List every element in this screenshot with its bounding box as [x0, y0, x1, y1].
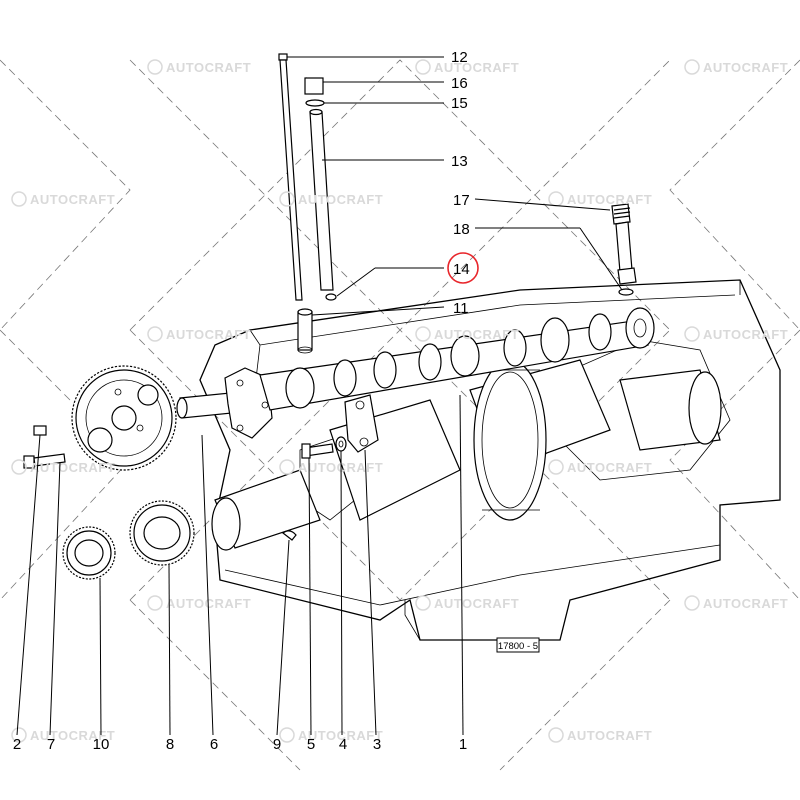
gear-bolt: [23, 453, 66, 469]
watermark-logo: AUTOCRAFT: [684, 59, 788, 75]
camshaft: [176, 307, 655, 439]
svg-text:AUTOCRAFT: AUTOCRAFT: [298, 460, 383, 475]
part-label-3: 3: [373, 736, 381, 753]
part-labels: 12 16 15 13 17 18 14 11 2 7 10 8 6 9 5 4…: [13, 49, 479, 753]
watermark-logo: AUTOCRAFT: [279, 191, 383, 207]
watermark-logo: AUTOCRAFT: [147, 59, 251, 75]
watermarks: AUTOCRAFT AUTOCRAFT AUTOCRAFT AUTOCRAFT …: [11, 59, 788, 743]
part-label-16: 16: [451, 75, 468, 92]
part-label-5: 5: [307, 736, 315, 753]
svg-text:AUTOCRAFT: AUTOCRAFT: [434, 327, 519, 342]
watermark-logo: AUTOCRAFT: [11, 727, 115, 743]
part-label-2: 2: [13, 736, 21, 753]
part-label-17: 17: [453, 192, 470, 209]
svg-text:AUTOCRAFT: AUTOCRAFT: [434, 60, 519, 75]
sealing-washer: [618, 288, 634, 296]
part-label-11: 11: [453, 300, 469, 317]
watermark-logo: AUTOCRAFT: [11, 459, 115, 475]
svg-text:AUTOCRAFT: AUTOCRAFT: [166, 60, 251, 75]
spring-plate: [305, 99, 325, 107]
watermark-logo: AUTOCRAFT: [279, 459, 383, 475]
part-label-4: 4: [339, 736, 347, 753]
part-label-1: 1: [459, 736, 467, 753]
gear-screw: [33, 425, 47, 436]
bolt-and-washer: [301, 436, 347, 459]
watermark-logo: AUTOCRAFT: [415, 326, 519, 342]
svg-text:AUTOCRAFT: AUTOCRAFT: [30, 192, 115, 207]
part-label-8: 8: [166, 736, 174, 753]
watermark-logo: AUTOCRAFT: [147, 326, 251, 342]
part-label-15: 15: [451, 95, 468, 112]
crankshaft: [211, 359, 722, 551]
svg-text:AUTOCRAFT: AUTOCRAFT: [434, 596, 519, 611]
part-label-10: 10: [93, 736, 110, 753]
oil-fitting: [611, 203, 637, 285]
svg-text:AUTOCRAFT: AUTOCRAFT: [298, 728, 383, 743]
drawing-reference: 17800 - 5: [496, 637, 540, 653]
svg-text:AUTOCRAFT: AUTOCRAFT: [30, 728, 115, 743]
highlight-ring: [447, 252, 479, 284]
valve-spring: [304, 77, 324, 95]
o-ring: [325, 293, 337, 301]
svg-text:AUTOCRAFT: AUTOCRAFT: [166, 327, 251, 342]
svg-text:AUTOCRAFT: AUTOCRAFT: [567, 192, 652, 207]
part-label-14: 14: [453, 261, 470, 278]
svg-text:AUTOCRAFT: AUTOCRAFT: [30, 460, 115, 475]
svg-text:AUTOCRAFT: AUTOCRAFT: [703, 596, 788, 611]
part-label-13: 13: [451, 153, 468, 170]
part-label-7: 7: [47, 736, 55, 753]
crank-gear: [62, 526, 116, 580]
leader-lines: [16, 56, 623, 736]
tappet: [297, 308, 313, 354]
svg-text:AUTOCRAFT: AUTOCRAFT: [567, 460, 652, 475]
watermark-logo: AUTOCRAFT: [11, 191, 115, 207]
svg-text:AUTOCRAFT: AUTOCRAFT: [703, 327, 788, 342]
watermark-logo: AUTOCRAFT: [415, 595, 519, 611]
watermark-logo: AUTOCRAFT: [548, 191, 652, 207]
watermark-logo: AUTOCRAFT: [147, 595, 251, 611]
watermark-logo: AUTOCRAFT: [684, 595, 788, 611]
part-label-9: 9: [273, 736, 281, 753]
part-label-6: 6: [210, 736, 218, 753]
watermark-logo: AUTOCRAFT: [684, 326, 788, 342]
part-label-12: 12: [451, 49, 468, 66]
svg-text:AUTOCRAFT: AUTOCRAFT: [567, 728, 652, 743]
svg-text:AUTOCRAFT: AUTOCRAFT: [703, 60, 788, 75]
svg-text:AUTOCRAFT: AUTOCRAFT: [298, 192, 383, 207]
watermark-logo: AUTOCRAFT: [279, 727, 383, 743]
watermark-logo: AUTOCRAFT: [548, 459, 652, 475]
idler-gear: [129, 500, 195, 566]
thrust-plate: [344, 394, 379, 453]
watermark-logo: AUTOCRAFT: [415, 59, 519, 75]
watermark-logo: AUTOCRAFT: [548, 727, 652, 743]
drawing-reference-text: 17800 - 5: [498, 641, 538, 652]
camshaft-gear: [71, 365, 177, 471]
part-label-18: 18: [453, 221, 470, 238]
woodruff-key: [281, 530, 297, 541]
guide-tube: [309, 108, 334, 291]
